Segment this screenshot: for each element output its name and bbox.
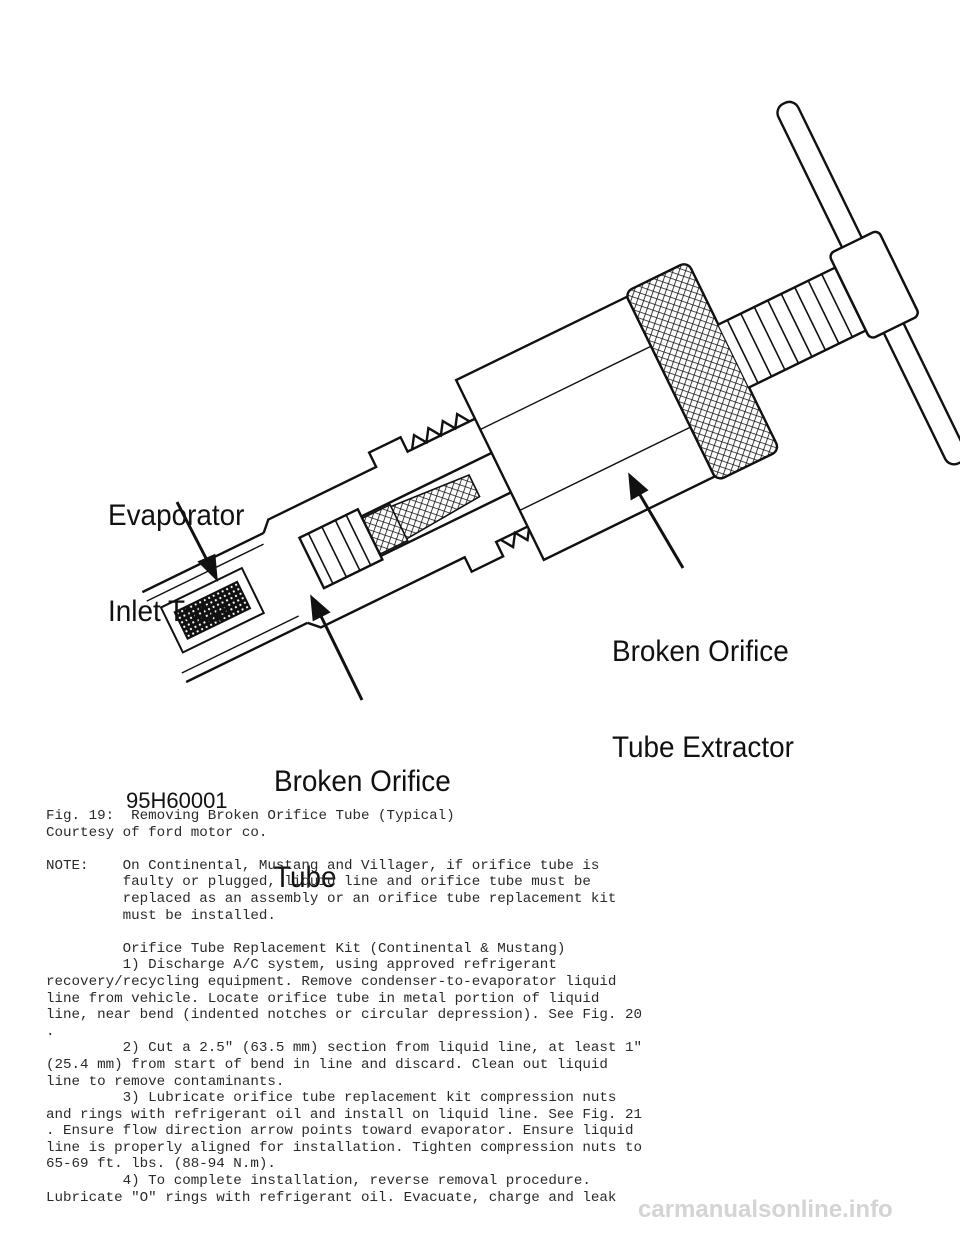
label-broken-line-2: Tube [274, 861, 337, 894]
text-line: recovery/recycling equipment. Remove con… [46, 973, 617, 990]
text-line: and rings with refrigerant oil and insta… [46, 1106, 642, 1123]
text-line: . [46, 1023, 55, 1040]
label-broken-line-1: Broken Orifice [274, 765, 451, 798]
label-broken-orifice-tube: Broken Orifice Tube [274, 702, 451, 958]
text-line: 4) To complete installation, reverse rem… [46, 1173, 591, 1190]
text-line: line to remove contaminants. [46, 1073, 285, 1090]
label-evap-line-2: Inlet Tube [108, 595, 231, 628]
text-line: 3) Lubricate orifice tube replacement ki… [46, 1090, 617, 1107]
text-line: Orifice Tube Replacement Kit (Continenta… [46, 940, 566, 957]
text-line: Courtesy of ford motor co. [46, 824, 268, 841]
watermark: carmanualsonline.info [638, 1196, 893, 1223]
label-evaporator-inlet-tube: Evaporator Inlet Tube [108, 436, 244, 692]
text-line [46, 841, 946, 858]
label-extractor-line-2: Tube Extractor [612, 731, 794, 764]
figure-id: 95H60001 [126, 788, 228, 813]
text-line: must be installed. [46, 907, 276, 924]
text-line: Fig. 19: Removing Broken Orifice Tube (T… [46, 808, 455, 824]
text-line: NOTE: On Continental, Mustang and Villag… [46, 857, 600, 874]
text-line: (25.4 mm) from start of bend in line and… [46, 1056, 608, 1073]
text-line: replaced as an assembly or an orifice tu… [46, 890, 617, 907]
orifice-tube-extractor-drawing [141, 100, 960, 701]
text-line: faulty or plugged, liquid line and orifi… [46, 874, 591, 891]
text-line: 1) Discharge A/C system, using approved … [46, 957, 557, 974]
text-line: line is properly aligned for installatio… [46, 1139, 642, 1156]
label-evap-line-1: Evaporator [108, 499, 245, 532]
text-line: line from vehicle. Locate orifice tube i… [46, 990, 600, 1007]
text-line: Lubricate "O" rings with refrigerant oil… [46, 1189, 617, 1206]
label-broken-orifice-tube-extractor: Broken Orifice Tube Extractor [612, 572, 794, 828]
label-extractor-line-1: Broken Orifice [612, 635, 789, 668]
text-line: . Ensure flow direction arrow points tow… [46, 1123, 634, 1140]
body-text: Fig. 19: Removing Broken Orifice Tube (T… [46, 808, 946, 1206]
text-line: 65-69 ft. lbs. (88-94 N.m). [46, 1156, 276, 1173]
figure-illustration: Evaporator Inlet Tube Broken Orifice Tub… [108, 100, 960, 894]
text-line: line, near bend (indented notches or cir… [46, 1007, 642, 1024]
text-line [46, 924, 946, 941]
text-line: 2) Cut a 2.5" (63.5 mm) section from liq… [46, 1040, 642, 1057]
